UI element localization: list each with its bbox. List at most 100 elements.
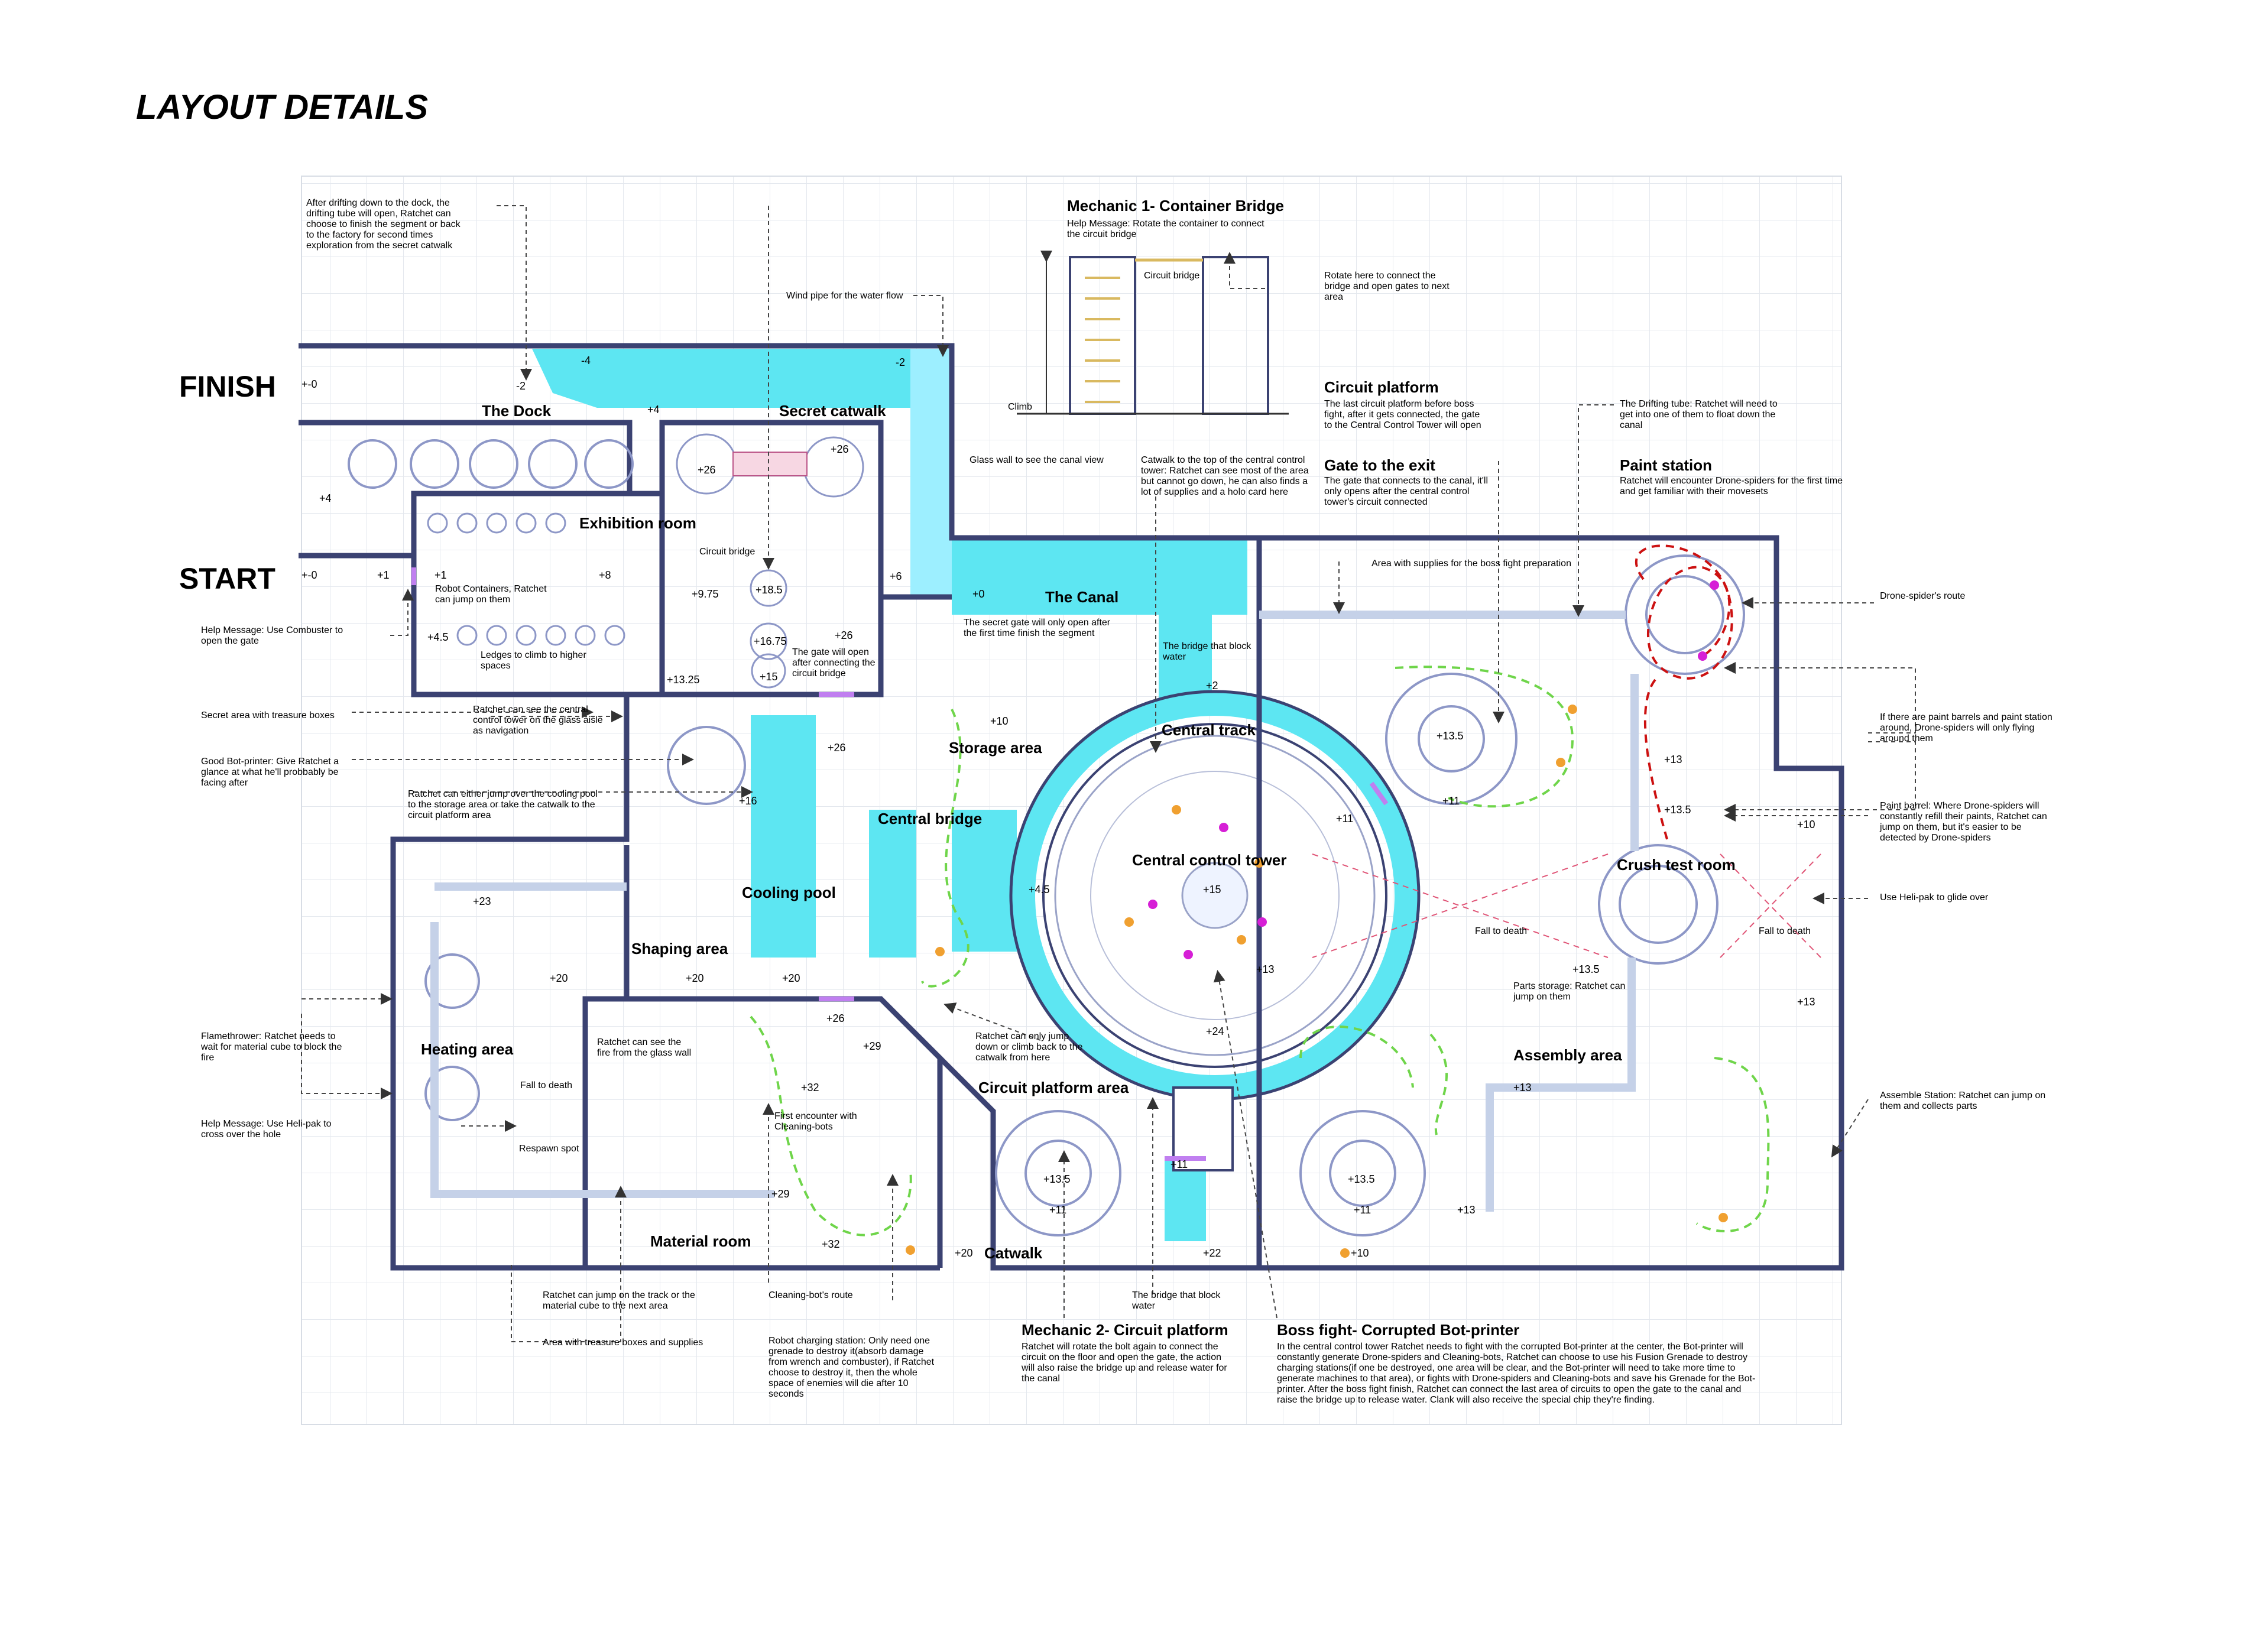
height-marker: +1 bbox=[377, 569, 390, 581]
room-catwalk: Catwalk bbox=[984, 1244, 1043, 1262]
note-assemble-station: Assemble Station: Ratchet can jump on th… bbox=[1880, 1090, 2046, 1111]
room-central-bridge: Central bridge bbox=[878, 810, 983, 827]
note-secret-area: Secret area with treasure boxes bbox=[201, 710, 335, 720]
height-marker: +11 bbox=[1049, 1204, 1067, 1216]
note-ratchet-track: Ratchet can jump on the track or the mat… bbox=[543, 1290, 695, 1311]
room-shaping-area: Shaping area bbox=[631, 940, 728, 958]
height-marker: +20 bbox=[550, 972, 568, 984]
height-marker: +15 bbox=[1203, 884, 1221, 895]
inline-ledges: Ledges to climb to higher spaces bbox=[481, 650, 586, 671]
note-jump-cooling: Ratchet can either jump over the cooling… bbox=[408, 789, 598, 820]
height-marker: +10 bbox=[990, 715, 1009, 727]
height-marker: -2 bbox=[896, 356, 906, 368]
the-canal-water bbox=[952, 538, 1247, 615]
mechanic1-help: Help Message: Rotate the container to co… bbox=[1067, 219, 1264, 239]
note-after-drifting: After drifting down to the dock, the dri… bbox=[306, 198, 461, 251]
height-marker: +20 bbox=[686, 972, 704, 984]
height-marker: +29 bbox=[863, 1040, 881, 1052]
height-marker: +32 bbox=[822, 1238, 840, 1250]
conveyor-tracks bbox=[430, 611, 1639, 1212]
height-marker: +13 bbox=[1256, 963, 1275, 975]
right-of-canal bbox=[878, 594, 952, 694]
inline-circuit-bridge: Circuit bridge bbox=[699, 547, 756, 557]
catwalk-water bbox=[1165, 1158, 1206, 1241]
mechanic1-climb: Climb bbox=[1008, 402, 1032, 412]
height-marker: +13 bbox=[1513, 1082, 1532, 1093]
note-mechanic2-title: Mechanic 2- Circuit platform bbox=[1022, 1321, 1228, 1339]
note-good-bot: Good Bot-printer: Give Ratchet a glance … bbox=[201, 757, 339, 788]
room-heating-area: Heating area bbox=[421, 1040, 514, 1058]
water-regions bbox=[532, 349, 1247, 1241]
note-robot-charging: Robot charging station: Only need one gr… bbox=[769, 1336, 935, 1399]
inline-fall-death-b: Fall to death bbox=[1475, 926, 1528, 936]
cooling-pool-water bbox=[751, 715, 816, 958]
inline-see-fire: Ratchet can see the fire from the glass … bbox=[597, 1037, 692, 1058]
mechanic1-diagram bbox=[1017, 251, 1289, 415]
note-use-helipak: Use Heli-pak to glide over bbox=[1880, 892, 1989, 903]
note-circuit-platform-title: Circuit platform bbox=[1324, 378, 1439, 396]
height-marker: +32 bbox=[801, 1082, 819, 1093]
height-marker: +16.75 bbox=[754, 635, 787, 647]
note-paint-station-title: Paint station bbox=[1620, 456, 1713, 474]
mechanic1-title: Mechanic 1- Container Bridge bbox=[1067, 197, 1284, 215]
dock-containers bbox=[348, 439, 634, 489]
enemy-nodes bbox=[906, 580, 1728, 1258]
height-marker: +24 bbox=[1206, 1025, 1224, 1037]
note-wind-pipe: Wind pipe for the water flow bbox=[786, 291, 903, 301]
note-bridge-block-bottom: The bridge that block water bbox=[1132, 1290, 1221, 1311]
exhibition-box bbox=[414, 491, 665, 694]
height-marker: +13.5 bbox=[1043, 1173, 1071, 1185]
height-marker: +18.5 bbox=[756, 584, 783, 596]
green-paths bbox=[750, 666, 1770, 1236]
height-marker: +-0 bbox=[301, 378, 317, 390]
height-marker: +13.5 bbox=[1572, 963, 1600, 975]
height-marker: +20 bbox=[782, 972, 800, 984]
height-marker: +4.5 bbox=[1029, 884, 1050, 895]
height-marker: +23 bbox=[473, 895, 491, 907]
room-storage-area: Storage area bbox=[949, 739, 1042, 757]
inline-gate-open: The gate will open after connecting the … bbox=[792, 647, 876, 679]
height-marker: +4.5 bbox=[427, 631, 449, 643]
height-marker: -2 bbox=[516, 380, 526, 392]
left-column bbox=[390, 694, 940, 1271]
heating-material-divider bbox=[582, 996, 943, 1268]
height-marker: +16 bbox=[739, 795, 757, 807]
room-cooling-pool: Cooling pool bbox=[742, 884, 836, 901]
central-bridge-water bbox=[952, 810, 1017, 952]
height-marker: +26 bbox=[835, 629, 853, 641]
mechanic1-ladder bbox=[1085, 277, 1120, 403]
inline-fall-death-a: Fall to death bbox=[520, 1080, 573, 1090]
height-marker: -4 bbox=[581, 355, 591, 366]
note-help-combuster: Help Message: Use Combuster to open the … bbox=[201, 625, 343, 646]
height-marker: +8 bbox=[599, 569, 611, 581]
room-the-canal: The Canal bbox=[1045, 588, 1119, 606]
room-material-room: Material room bbox=[650, 1232, 751, 1250]
note-flamethrower: Flamethrower: Ratchet needs to wait for … bbox=[201, 1031, 342, 1063]
height-marker: +11 bbox=[1442, 795, 1460, 807]
drone-spider-route bbox=[1635, 544, 1733, 840]
height-marker: +0 bbox=[972, 588, 985, 600]
height-marker: +26 bbox=[698, 464, 716, 476]
height-marker: +13.5 bbox=[1437, 730, 1464, 742]
height-marker: +26 bbox=[828, 742, 846, 754]
inline-parts-storage: Parts storage: Ratchet can jump on them bbox=[1513, 981, 1626, 1002]
finish-label: FINISH bbox=[179, 370, 276, 403]
inline-fall-death-c: Fall to death bbox=[1759, 926, 1811, 936]
height-marker: +-0 bbox=[301, 569, 317, 581]
note-paint-station-text: Ratchet will encounter Drone-spiders for… bbox=[1620, 476, 1843, 496]
inline-secret-gate: The secret gate will only open after the… bbox=[964, 618, 1111, 638]
note-gate-exit-title: Gate to the exit bbox=[1324, 456, 1435, 474]
room-crush-test: Crush test room bbox=[1617, 856, 1736, 874]
note-gate-exit-text: The gate that connects to the canal, it'… bbox=[1324, 476, 1488, 507]
height-marker: +9.75 bbox=[692, 588, 719, 600]
page-title: LAYOUT DETAILS bbox=[136, 88, 429, 126]
dock-water bbox=[532, 349, 940, 408]
height-marker: +10 bbox=[1351, 1247, 1369, 1259]
note-drone-route: Drone-spider's route bbox=[1880, 591, 1966, 601]
crush-test-cross bbox=[1312, 853, 1821, 958]
note-boss-text: In the central control tower Ratchet nee… bbox=[1277, 1342, 1756, 1405]
right-side-structures bbox=[424, 554, 1745, 1236]
note-cleaning-route: Cleaning-bot's route bbox=[769, 1290, 853, 1300]
room-central-control-tower: Central control tower bbox=[1132, 851, 1287, 869]
